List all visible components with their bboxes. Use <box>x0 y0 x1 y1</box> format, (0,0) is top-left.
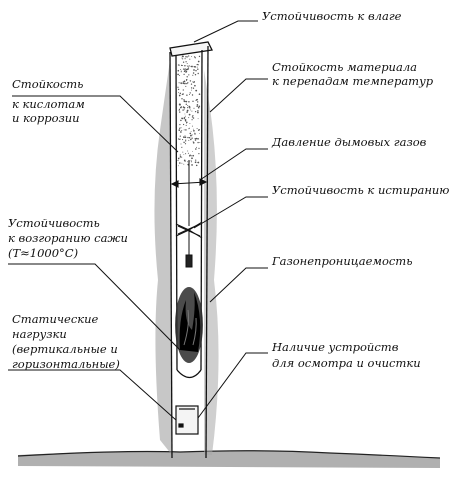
label-soot-line2: к возгоранию сажи <box>8 231 128 245</box>
label-acid-line3: и коррозии <box>12 111 80 125</box>
label-acid-line1: Стойкость <box>12 77 84 91</box>
label-moisture-resistance: Устойчивость к влаге <box>262 9 402 23</box>
label-static-line2: нагрузки <box>12 327 67 341</box>
label-soot-line3: (T≈1000°C) <box>8 246 79 260</box>
label-gas-tightness: Газонепроницаемость <box>272 254 413 268</box>
cleaning-door <box>175 405 199 435</box>
label-static-line1: Статические <box>12 312 99 326</box>
label-cleaning-line1: Наличие устройств <box>272 340 399 354</box>
ground-surface <box>18 450 440 468</box>
ground-line <box>17 450 441 459</box>
label-soot-line1: Устойчивость <box>8 216 100 230</box>
insulation-fill <box>177 55 201 167</box>
soot-fire <box>175 287 203 363</box>
label-static-line4: горизонтальные) <box>12 357 120 371</box>
label-static-line3: (вертикальные и <box>12 342 118 356</box>
leader-lines <box>8 20 268 421</box>
label-abrasion-resistance: Устойчивость к истиранию <box>272 183 450 197</box>
label-gas-pressure: Давление дымовых газов <box>272 135 427 149</box>
label-acid-line2: к кислотам <box>12 97 85 111</box>
label-cleaning-line2: для осмотра и очистки <box>272 356 421 370</box>
label-temperature-line2: к перепадам температур <box>272 74 434 88</box>
label-temperature-line1: Стойкость материала <box>272 60 417 74</box>
cleaning-brush <box>175 160 203 268</box>
